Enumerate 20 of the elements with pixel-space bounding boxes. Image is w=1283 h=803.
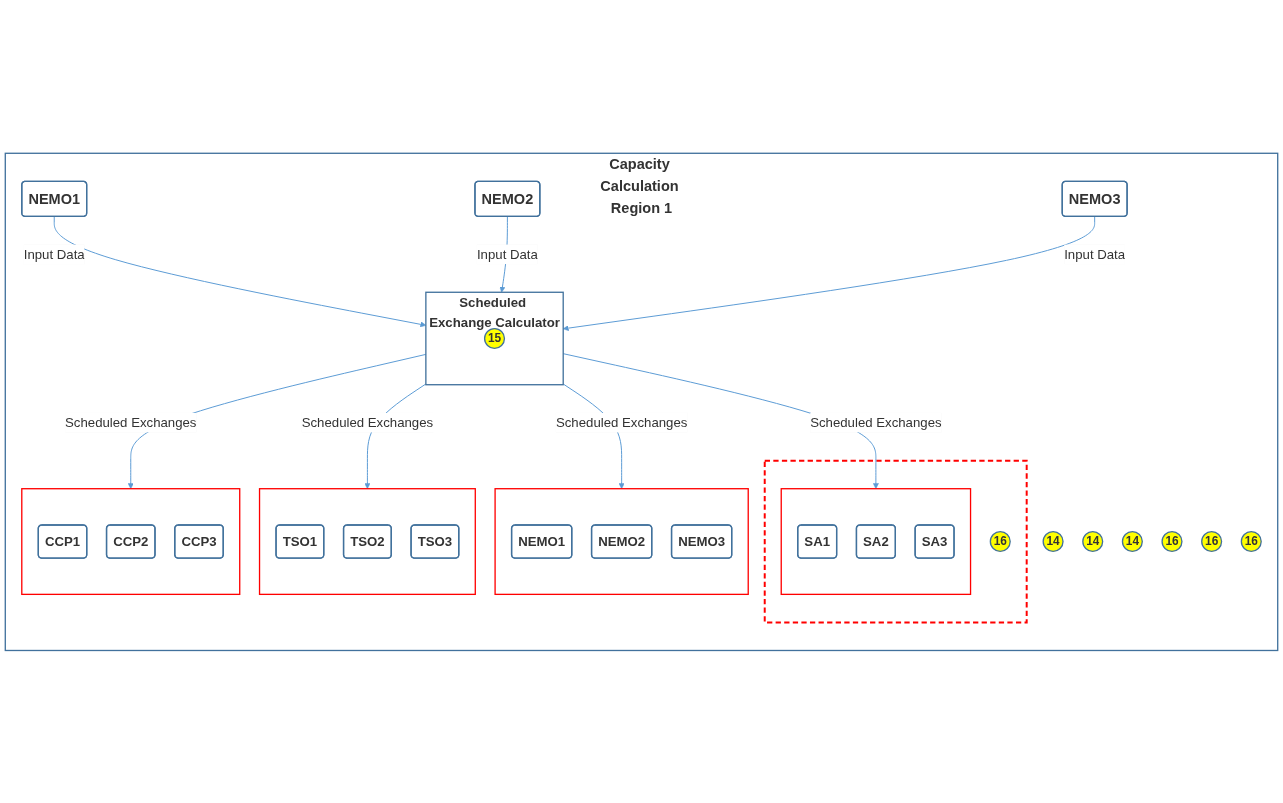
node-circle: 14 — [1121, 530, 1143, 552]
cluster — [494, 487, 749, 595]
node-circle: 16 — [1161, 530, 1183, 552]
cluster — [21, 487, 241, 595]
edge-label: Scheduled Exchanges — [65, 415, 197, 430]
cluster — [258, 487, 476, 595]
node-circle: 15 — [483, 327, 506, 349]
node-circle: 14 — [1042, 530, 1064, 552]
edge-label: Scheduled Exchanges — [810, 415, 942, 430]
node-circle: 14 — [1082, 530, 1104, 552]
edge-label: Input Data — [476, 246, 538, 262]
edge-label: Scheduled Exchanges — [555, 415, 688, 430]
node-circle: 16 — [1201, 530, 1223, 552]
edge-label: Input Data — [1064, 246, 1126, 262]
node-circle: 16 — [1240, 530, 1262, 552]
edge-label: Scheduled Exchanges — [301, 415, 434, 430]
edge-label: Input Data — [23, 246, 85, 262]
cluster — [763, 459, 1028, 623]
node-circle: 16 — [989, 530, 1011, 552]
cluster — [780, 487, 972, 595]
